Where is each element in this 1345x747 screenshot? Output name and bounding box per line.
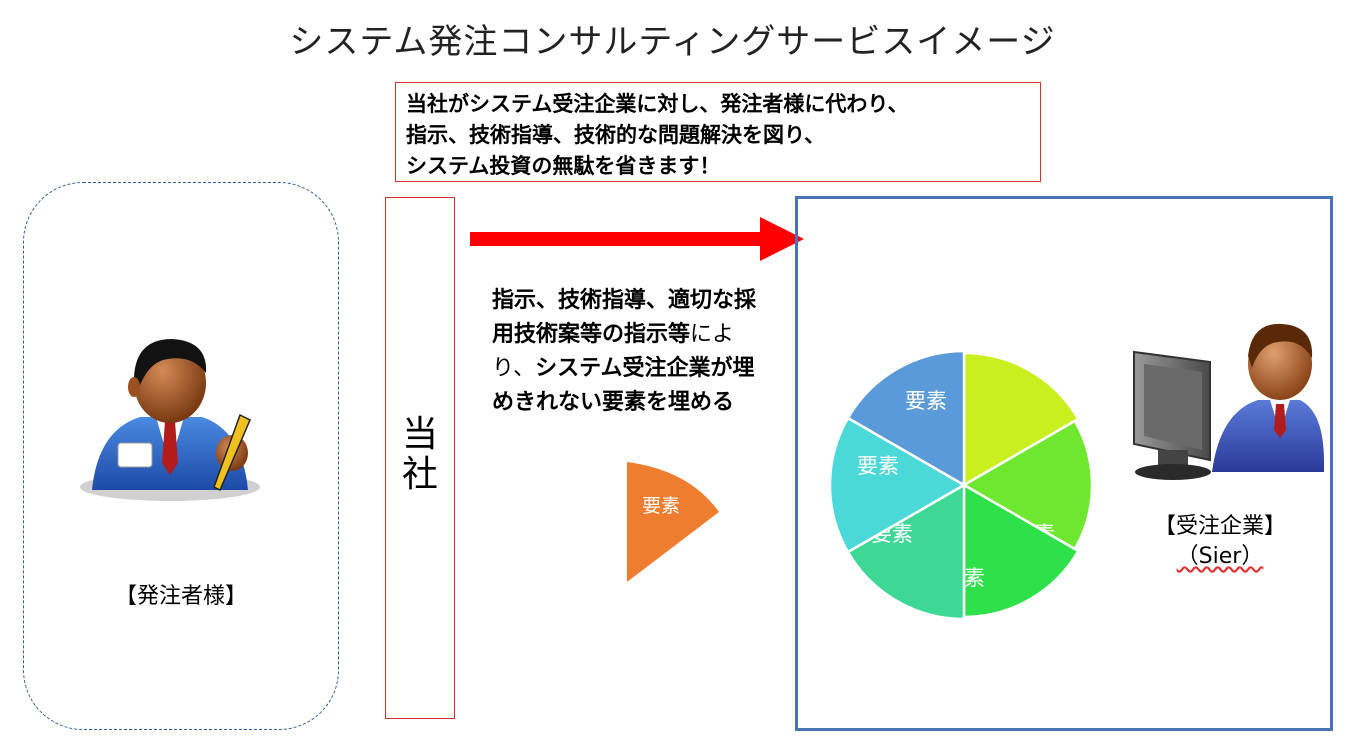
company-label-char: 社: [401, 454, 438, 495]
vendor-frame: [795, 196, 1333, 731]
pie-segment: [962, 482, 1081, 619]
pie-segment-label: 要素: [905, 389, 947, 413]
element-pie: 要素要素要素要素要素要素: [828, 349, 1094, 621]
page-title: システム発注コンサルティングサービスイメージ: [289, 22, 1056, 62]
instruction-arrow: [470, 217, 804, 261]
company-label-char: 当: [401, 414, 438, 455]
client-label: 【発注者様】: [114, 584, 247, 609]
pie-segment: [846, 349, 966, 488]
summary-line: 指示、技術指導、技術的な問題解決を図り、: [406, 123, 826, 147]
pie-segment: [962, 351, 1081, 488]
vendor-person-icon: [1133, 323, 1324, 480]
vendor-label: 【受注企業】 （Sier）: [1140, 512, 1300, 572]
orange-element-label: 要素: [642, 495, 680, 517]
orange-element: 要素: [627, 462, 719, 582]
guidance-text-bold: システム受注企業が埋めきれない要素を埋める: [492, 356, 755, 415]
guidance-text-bold: 指示、技術指導、適切な採用技術案等の指示等: [492, 288, 757, 347]
pie-group: 要素要素要素要素要素要素: [828, 349, 1094, 621]
summary-box: 当社がシステム受注企業に対し、発注者様に代わり、 指示、技術指導、技術的な問題解…: [395, 82, 1041, 182]
guidance-text-normal: により、: [492, 322, 735, 381]
pie-segment: [961, 419, 1094, 551]
client-panel: [23, 182, 339, 730]
summary-line: 当社がシステム受注企業に対し、発注者様に代わり、: [406, 92, 909, 116]
pie-segment: [828, 416, 967, 554]
vendor-label-sier: （Sier）: [1176, 544, 1264, 569]
summary-line: システム投資の無駄を省きます！: [406, 154, 721, 178]
vendor-label-name: 【受注企業】: [1153, 514, 1286, 539]
guidance-text: 指示、技術指導、適切な採用技術案等の指示等により、システム受注企業が埋めきれない…: [492, 284, 762, 420]
pie-segment: [846, 482, 966, 621]
company-bar: [385, 197, 455, 719]
company-label: 当 社: [385, 415, 455, 495]
client-person-icon: [80, 339, 260, 501]
pie-segment-label: 要素: [857, 454, 899, 478]
